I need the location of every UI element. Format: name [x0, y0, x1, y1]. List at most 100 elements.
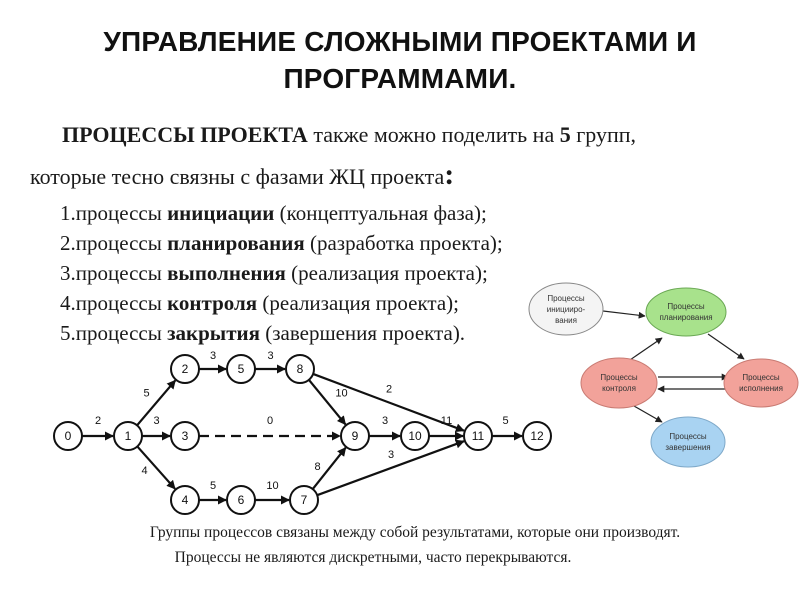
process-prefix: 5.процессы	[60, 321, 168, 345]
process-item: 4.процессы контроля (реализация проекта)…	[60, 288, 522, 318]
control-label-1: Процессы	[600, 373, 638, 382]
edge-8-11	[312, 372, 465, 433]
edge-label-0-1: 2	[95, 415, 101, 427]
node-7	[289, 485, 319, 515]
closing-label-1: Процессы	[669, 432, 707, 441]
edge-label-6-7: 10	[266, 480, 278, 492]
closing-label-2: завершения	[665, 443, 710, 452]
arrow-planning-to-execution	[707, 333, 745, 360]
intro-line-1: ПРОЦЕССЫ ПРОЕКТА также можно поделить на…	[62, 122, 636, 148]
node-2	[170, 354, 200, 384]
node-label-5: 5	[238, 362, 245, 376]
edge-8-9	[308, 379, 347, 426]
closing-node	[650, 416, 726, 468]
node-label-11: 11	[472, 429, 485, 443]
node-label-9: 9	[352, 429, 359, 443]
node-label-6: 6	[238, 493, 245, 507]
process-item: 2.процессы планирования (разработка прое…	[60, 228, 522, 258]
edge-label-9-10: 3	[382, 415, 388, 427]
process-name: контроля	[167, 291, 258, 315]
edge-label-1-2: 5	[143, 388, 149, 400]
initiation-label-1: Процессы	[547, 294, 585, 303]
edge-label-10-11: 11	[441, 415, 452, 427]
node-0	[53, 421, 83, 451]
arrow-initiation-to-planning	[602, 310, 646, 319]
execution-node	[723, 358, 799, 408]
process-item: 3.процессы выполнения (реализация проект…	[60, 258, 522, 288]
planning-node	[645, 287, 727, 337]
edge-label-5-8: 3	[267, 350, 273, 362]
node-label-4: 4	[182, 493, 189, 507]
node-3	[170, 421, 200, 451]
initiation-label-3: вания	[555, 316, 577, 325]
caption-line-1: Группы процессов связаны между собой рез…	[149, 524, 681, 541]
intro-bold-term: ПРОЦЕССЫ ПРОЕКТА	[62, 122, 308, 147]
node-label-1: 1	[125, 429, 132, 443]
edge-label-8-11: 2	[386, 384, 392, 396]
execution-label-1: Процессы	[742, 373, 780, 382]
planning-label-2: планирования	[659, 313, 712, 322]
process-suffix: (реализация проекта);	[257, 291, 459, 315]
execution-label-2: исполнения	[739, 384, 783, 393]
title-line-1: УПРАВЛЕНИЕ СЛОЖНЫМИ ПРОЕКТАМИ И	[103, 26, 697, 57]
process-item: 1.процессы инициации (концептуальная фаз…	[60, 198, 522, 228]
intro-end: групп,	[570, 122, 637, 147]
node-label-7: 7	[301, 493, 308, 507]
node-label-2: 2	[182, 362, 189, 376]
edge-label-1-3: 3	[153, 415, 159, 427]
process-name: инициации	[167, 201, 275, 225]
initiation-label-2: иницииро-	[547, 305, 586, 314]
intro-text: также можно поделить на	[307, 122, 560, 147]
node-12	[522, 421, 552, 451]
process-prefix: 1.процессы	[60, 201, 168, 225]
process-suffix: (разработка проекта);	[304, 231, 503, 255]
edge-label-3-9: 0	[267, 415, 273, 427]
node-8	[285, 354, 315, 384]
caption-line-2: Процессы не являются дискретными, часто …	[174, 549, 572, 566]
node-label-3: 3	[182, 429, 189, 443]
edge-7-9	[311, 447, 347, 490]
node-5	[226, 354, 256, 384]
process-prefix: 3.процессы	[60, 261, 168, 285]
control-label-2: контроля	[602, 384, 636, 393]
edge-1-4	[136, 445, 176, 490]
edge-label-8-9: 10	[335, 388, 347, 400]
node-1	[113, 421, 143, 451]
title-line-2: ПРОГРАММАМИ.	[283, 63, 517, 94]
edge-1-2	[136, 379, 177, 427]
process-suffix: (реализация проекта);	[285, 261, 488, 285]
edge-7-11	[316, 439, 465, 497]
edge-label-11-12: 5	[502, 415, 508, 427]
process-list: 1.процессы инициации (концептуальная фаз…	[60, 198, 522, 348]
edge-label-7-11: 3	[388, 449, 394, 461]
node-6	[226, 485, 256, 515]
node-label-0: 0	[65, 429, 72, 443]
control-node	[580, 357, 658, 409]
arrow-control-to-planning	[626, 337, 663, 363]
process-name: выполнения	[167, 261, 286, 285]
intro-colon: :	[444, 158, 455, 191]
process-item: 5.процессы закрытия (завершения проекта)…	[60, 318, 522, 348]
node-10	[400, 421, 430, 451]
edge-label-1-4: 4	[141, 465, 147, 477]
process-suffix: (завершения проекта).	[259, 321, 466, 345]
process-prefix: 4.процессы	[60, 291, 168, 315]
planning-label-1: Процессы	[667, 302, 705, 311]
node-11	[463, 421, 493, 451]
node-label-10: 10	[408, 429, 422, 443]
edge-label-4-6: 5	[210, 480, 216, 492]
edge-label-7-9: 8	[314, 461, 320, 473]
node-label-12: 12	[530, 429, 544, 443]
intro-line-2: которые тесно связны с фазами ЖЦ проекта…	[30, 160, 454, 190]
edge-label-2-5: 3	[210, 350, 216, 362]
node-4	[170, 485, 200, 515]
initiation-node	[528, 282, 604, 336]
process-prefix: 2.процессы	[60, 231, 168, 255]
process-name: планирования	[167, 231, 305, 255]
intro-number: 5	[559, 122, 571, 147]
node-9	[340, 421, 370, 451]
intro-line-2-text: которые тесно связны с фазами ЖЦ проекта	[30, 164, 445, 189]
